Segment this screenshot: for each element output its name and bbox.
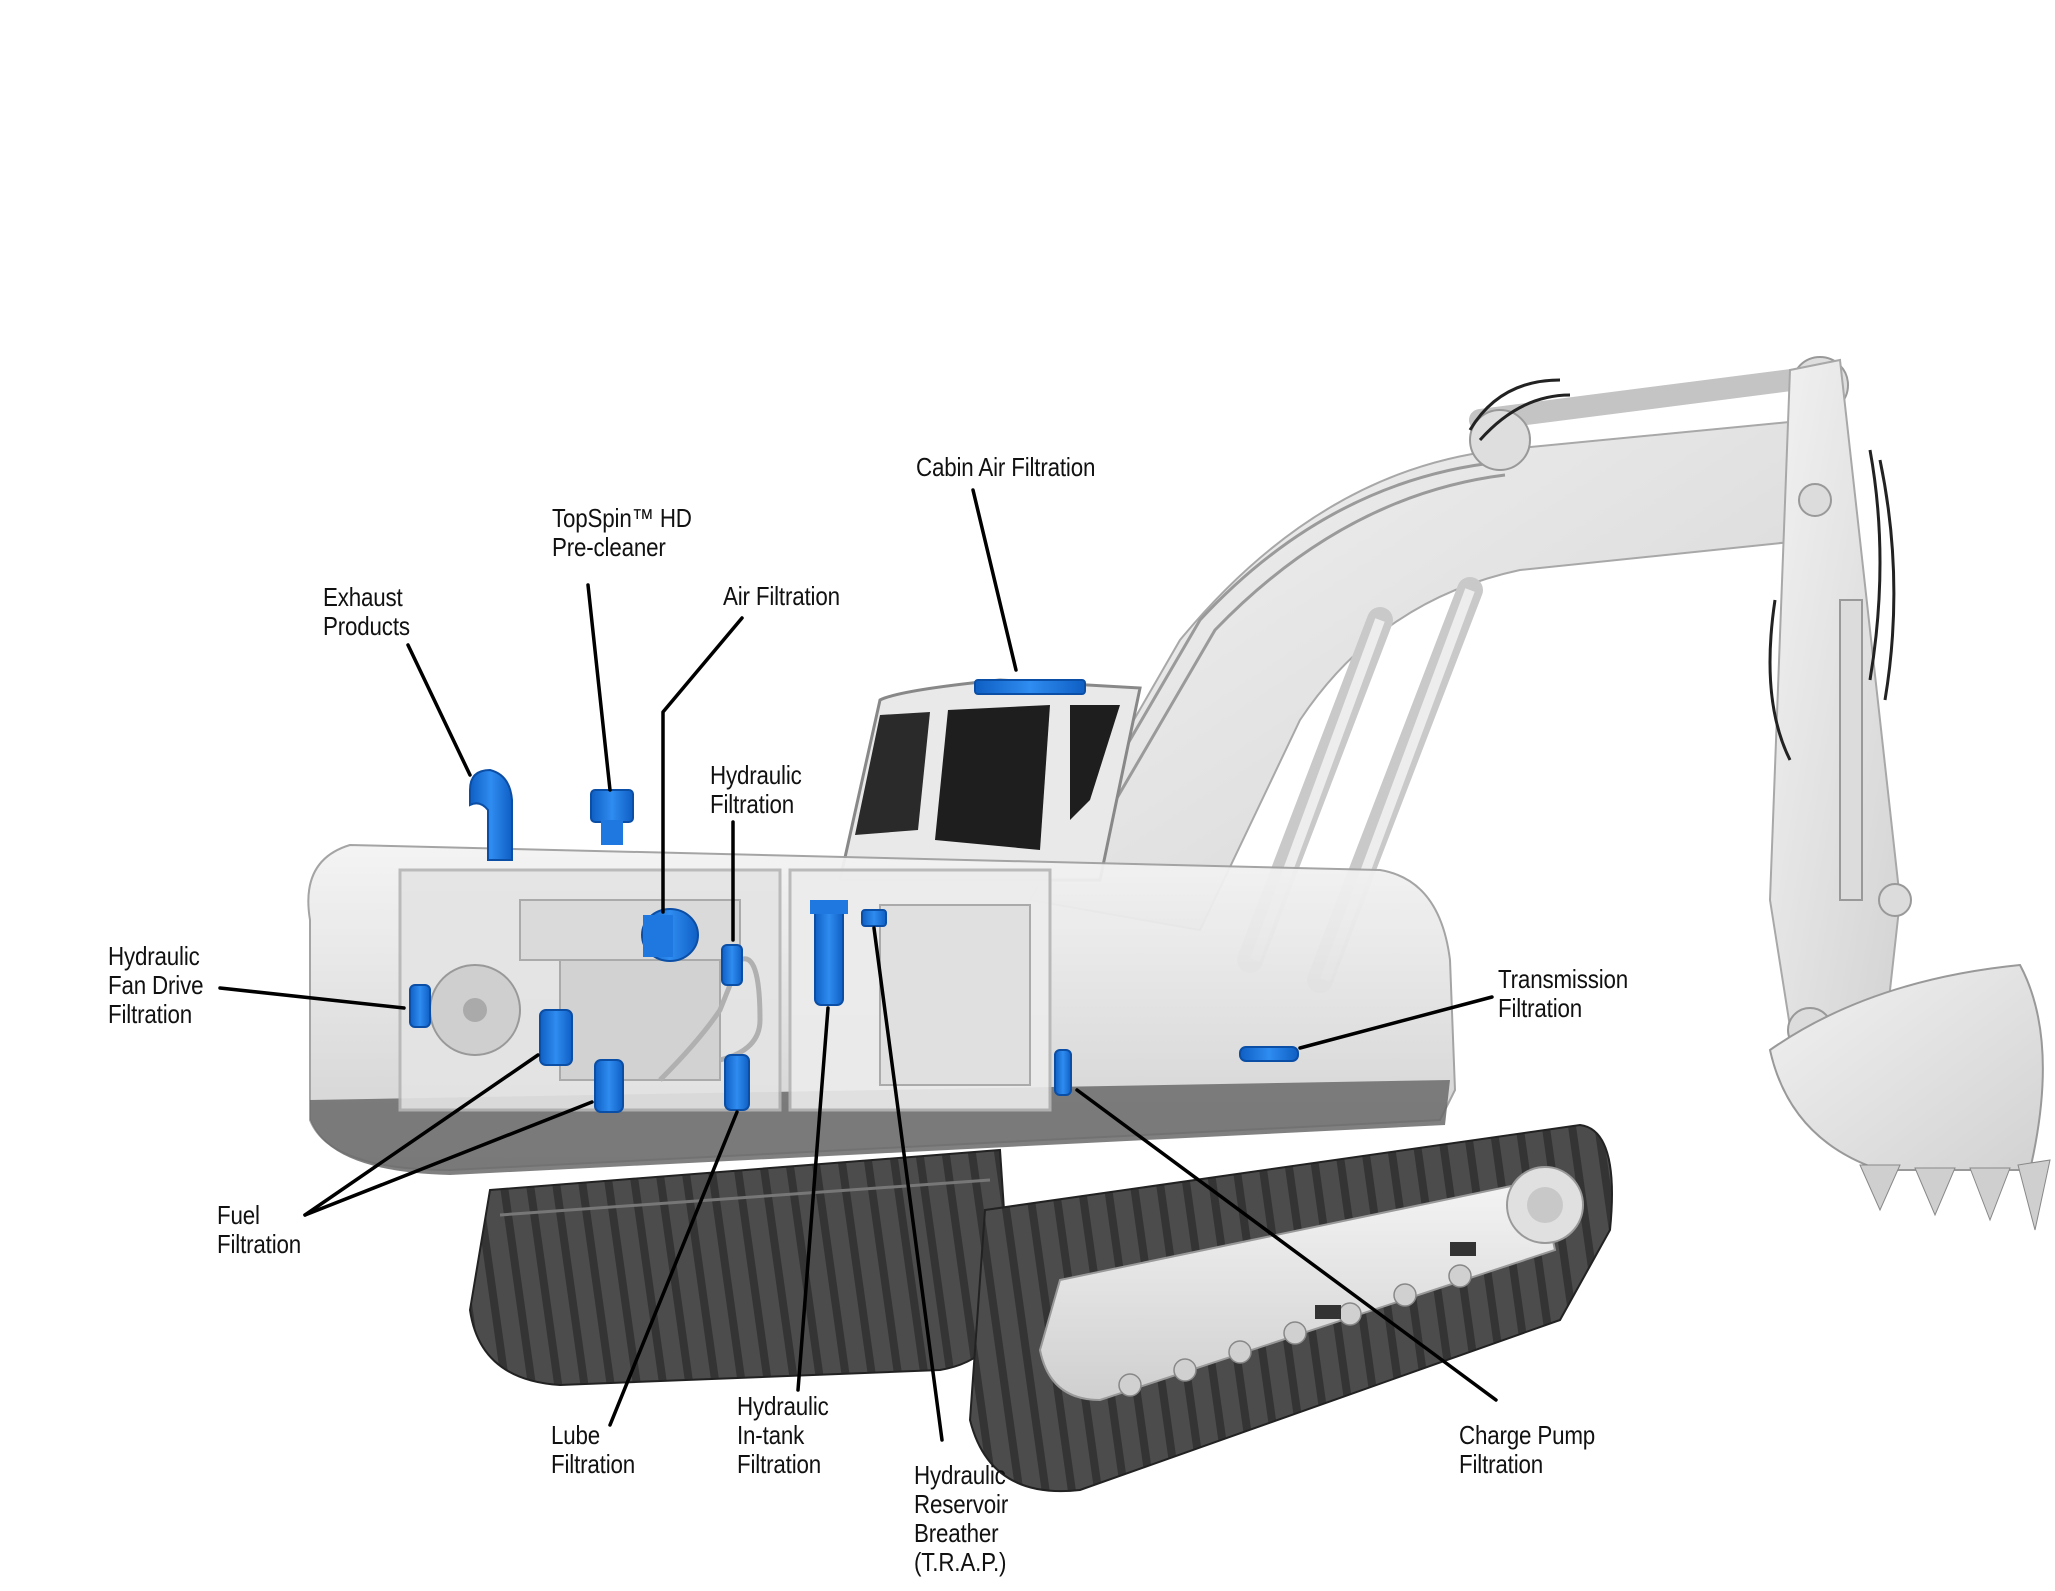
leader-fan-drive — [218, 986, 406, 1010]
label-exhaust-products: Exhaust Products — [323, 583, 410, 641]
label-lube-filtration: Lube Filtration — [551, 1421, 635, 1479]
leader-lines — [218, 488, 1498, 1442]
leader-transmission — [1298, 995, 1494, 1050]
label-line: Filtration — [108, 999, 193, 1029]
leader-charge-pump — [1075, 1088, 1498, 1402]
label-line: Filtration — [551, 1449, 636, 1479]
label-charge-pump-filtration: Charge Pump Filtration — [1459, 1421, 1595, 1479]
label-air-filtration: Air Filtration — [723, 582, 840, 611]
leader-exhaust — [406, 643, 472, 777]
label-fuel-filtration: Fuel Filtration — [217, 1201, 301, 1259]
bucket — [1768, 963, 2051, 1231]
label-line: Fuel — [217, 1200, 260, 1230]
label-line: Hydraulic — [914, 1460, 1006, 1490]
label-line: (T.R.A.P.) — [914, 1547, 1007, 1577]
label-line: Filtration — [1498, 993, 1583, 1023]
label-line: Hydraulic — [108, 941, 200, 971]
right-track — [968, 1123, 1613, 1493]
leader-in-tank — [796, 1006, 830, 1392]
label-hydraulic-fan-drive-filtration: Hydraulic Fan Drive Filtration — [108, 941, 204, 1029]
leader-fuel-2 — [303, 1100, 594, 1217]
stick-arm — [1768, 358, 1912, 1092]
label-line: Exhaust — [323, 582, 403, 612]
label-line: TopSpin™ HD — [552, 503, 692, 533]
label-line: Reservoir — [914, 1489, 1009, 1519]
label-line: Filtration — [1459, 1449, 1544, 1479]
label-line: In-tank — [737, 1420, 805, 1450]
label-line: Breather — [914, 1518, 999, 1548]
leader-lube — [608, 1110, 739, 1427]
filter-components — [409, 679, 1299, 1113]
label-line: Fan Drive — [108, 970, 204, 1000]
leader-cabin-air — [971, 488, 1018, 672]
label-line: Air Filtration — [723, 581, 840, 611]
label-line: Filtration — [737, 1449, 822, 1479]
label-line: Filtration — [710, 789, 795, 819]
label-line: Transmission — [1498, 964, 1629, 994]
label-line: Cabin Air Filtration — [916, 452, 1096, 482]
label-line: Products — [323, 611, 410, 641]
label-line: Filtration — [217, 1229, 302, 1259]
label-hydraulic-in-tank-filtration: Hydraulic In-tank Filtration — [737, 1392, 829, 1479]
label-cabin-air-filtration: Cabin Air Filtration — [916, 453, 1095, 482]
label-line: Lube — [551, 1420, 601, 1450]
label-line: Hydraulic — [710, 760, 802, 790]
operator-cab — [838, 678, 1142, 882]
upper-body — [307, 843, 1457, 1175]
leader-topspin — [586, 583, 612, 792]
label-line: Pre-cleaner — [552, 532, 666, 562]
label-hydraulic-filtration: Hydraulic Filtration — [710, 761, 802, 819]
label-line: Hydraulic — [737, 1391, 829, 1421]
label-transmission-filtration: Transmission Filtration — [1498, 965, 1628, 1023]
label-line: Charge Pump — [1459, 1420, 1596, 1450]
leader-breather — [872, 926, 944, 1442]
leader-air — [661, 616, 744, 914]
label-hydraulic-reservoir-breather: Hydraulic Reservoir Breather (T.R.A.P.) — [914, 1461, 1008, 1577]
label-topspin-precleaner: TopSpin™ HD Pre-cleaner — [552, 504, 692, 562]
leader-fuel-1 — [303, 1053, 540, 1217]
